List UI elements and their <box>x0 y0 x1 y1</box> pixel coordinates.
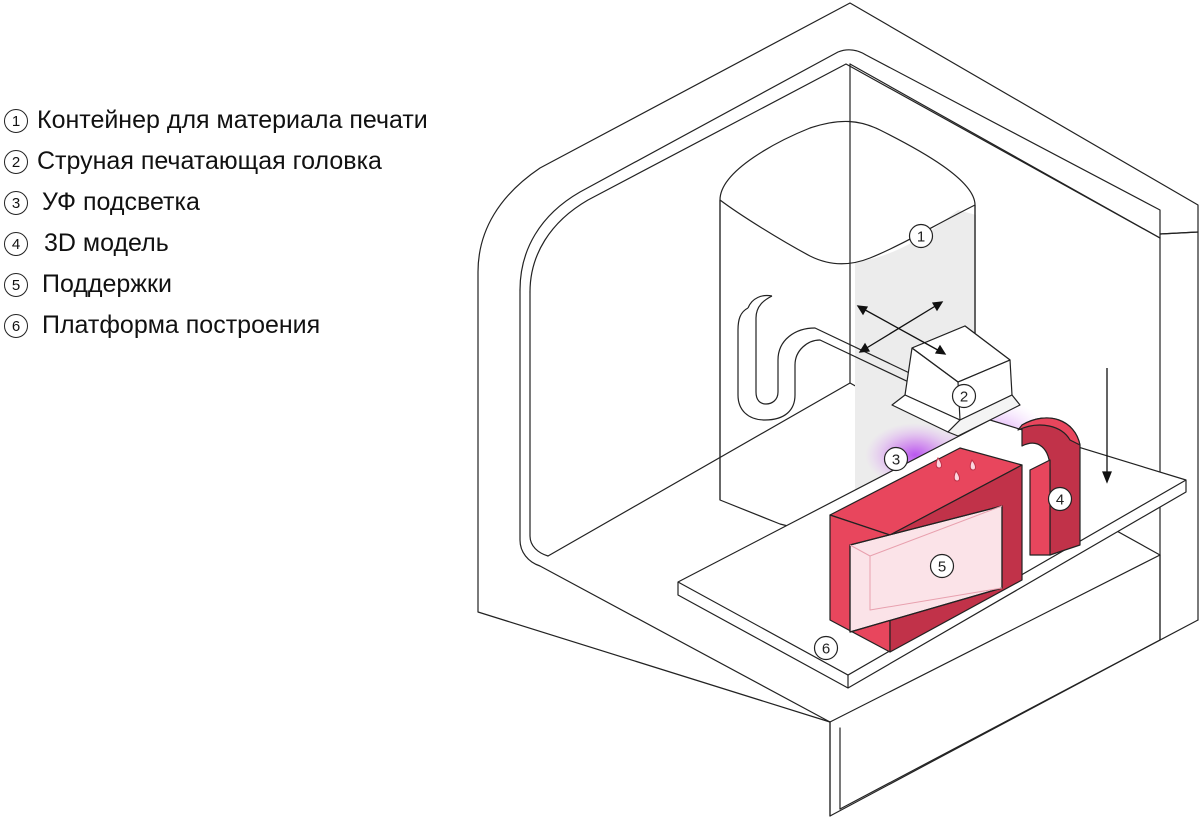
legend-item-print-head: 2 Струная печатающая головка <box>4 141 428 182</box>
legend-number: 3 <box>4 190 28 215</box>
legend-label: Струная печатающая головка <box>37 147 382 175</box>
legend: 1 Контейнер для материала печати 2 Струн… <box>4 100 428 346</box>
svg-text:4: 4 <box>1056 492 1064 509</box>
svg-text:5: 5 <box>938 559 946 576</box>
callout-4: 4 <box>1047 486 1073 512</box>
callout-3: 3 <box>883 446 909 472</box>
enclosure-top-rim <box>519 49 1161 291</box>
legend-label: УФ подсветка <box>42 188 200 216</box>
legend-item-container: 1 Контейнер для материала печати <box>4 100 428 141</box>
legend-item-3d-model: 4 3D модель <box>4 223 428 264</box>
motion-arrows <box>856 301 1112 484</box>
legend-number: 1 <box>4 108 28 133</box>
legend-label: Поддержки <box>42 270 172 298</box>
legend-item-supports: 5 Поддержки <box>4 264 428 305</box>
3d-model-frame <box>829 447 1023 653</box>
legend-number: 4 <box>4 231 28 256</box>
legend-label: Платформа построения <box>42 311 321 339</box>
svg-text:6: 6 <box>822 641 830 658</box>
legend-number: 6 <box>4 313 28 338</box>
legend-label: Контейнер для материала печати <box>37 106 428 134</box>
callout-2: 2 <box>951 383 977 409</box>
print-head <box>891 325 1021 437</box>
callout-5: 5 <box>929 553 955 579</box>
svg-text:2: 2 <box>960 389 968 406</box>
enclosure-outer <box>477 2 1199 817</box>
3d-model-u-part <box>1017 417 1081 556</box>
svg-text:1: 1 <box>917 229 925 246</box>
callout-1: 1 <box>908 223 934 249</box>
svg-text:3: 3 <box>892 452 900 469</box>
droplets <box>935 457 976 482</box>
legend-number: 5 <box>4 272 28 297</box>
legend-label: 3D модель <box>44 229 169 257</box>
callout-6: 6 <box>813 635 839 661</box>
legend-item-uv-light: 3 УФ подсветка <box>4 182 428 223</box>
legend-item-build-platform: 6 Платформа построения <box>4 305 428 346</box>
feed-hose <box>737 307 916 421</box>
legend-number: 2 <box>4 149 28 174</box>
